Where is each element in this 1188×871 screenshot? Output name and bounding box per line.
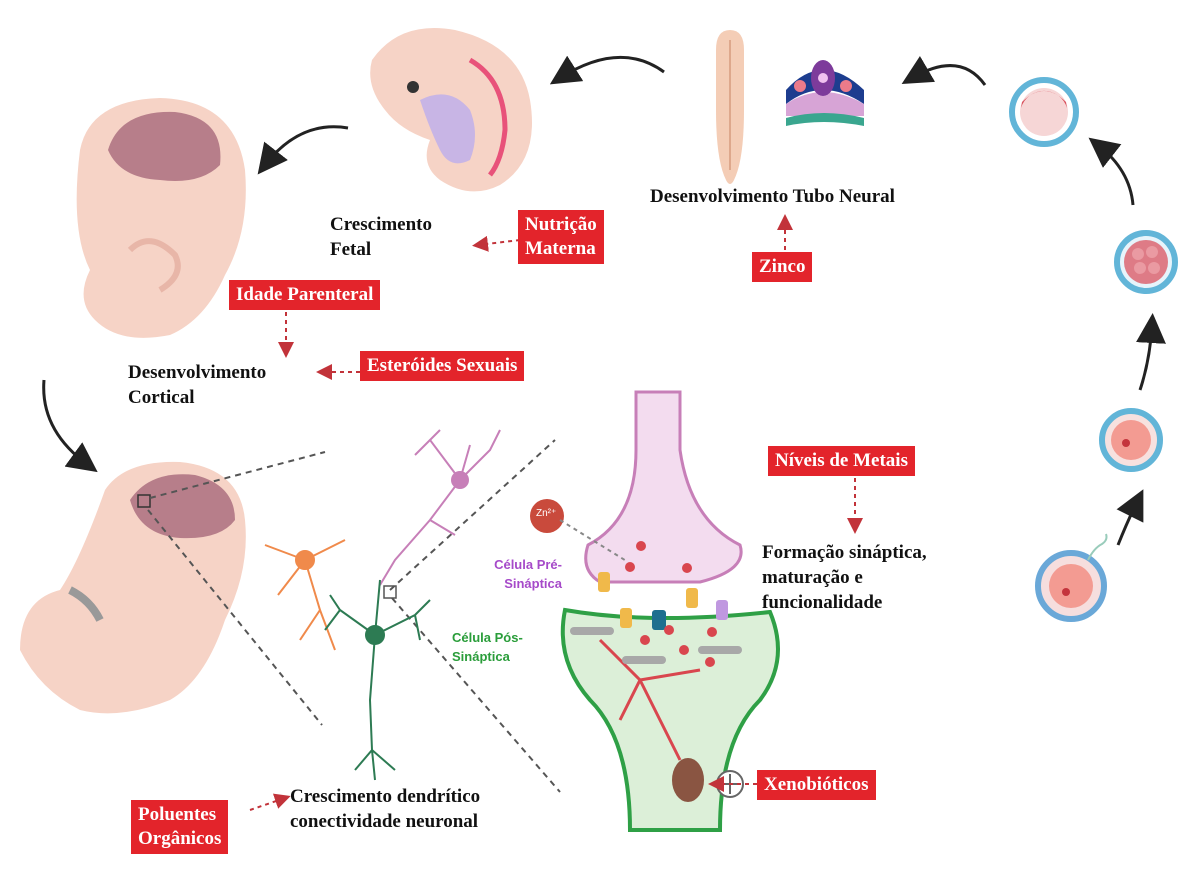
morula-cell [1117, 233, 1175, 291]
factor-niveis-metais: Níveis de Metais [768, 446, 915, 476]
neural-tube-embryo [716, 30, 744, 184]
early-embryo [370, 28, 532, 191]
label-dendritico-line1: Crescimento dendrítico [290, 784, 480, 809]
label-sinaptica-line3: funcionalidade [762, 590, 927, 615]
fetus-upper [77, 98, 246, 338]
factor-esteroides-sexuais: Esteróides Sexuais [360, 351, 524, 381]
factor-nutricao-line1: Nutrição [525, 213, 597, 237]
postsynaptic-terminal [563, 610, 778, 830]
label-postsynaptic-line2: Sináptica [452, 647, 523, 666]
label-desenvolvimento-cortical: Desenvolvimento Cortical [128, 360, 266, 410]
arrow-fetus-baby [44, 380, 88, 465]
label-tubo-neural: Desenvolvimento Tubo Neural [650, 184, 895, 209]
neural-tube-cross-section [786, 60, 864, 126]
factor-poluentes-line1: Poluentes [138, 803, 221, 827]
label-sinaptica-line1: Formação sináptica, [762, 540, 927, 565]
blastocyst-cell [1012, 80, 1076, 144]
label-postsynaptic-line1: Célula Pós- [452, 628, 523, 647]
neuron-orange [265, 540, 345, 650]
arrow-oocyte-zygote [1118, 500, 1138, 545]
label-formacao-sinaptica: Formação sináptica, maturação e funciona… [762, 540, 927, 615]
factor-poluentes-organicos: Poluentes Orgânicos [131, 800, 228, 854]
arrow-tube-embryo [560, 57, 664, 78]
arrow-zygote-morula [1140, 325, 1152, 390]
factor-zinco: Zinco [752, 252, 812, 282]
factor-poluentes-line2: Orgânicos [138, 827, 221, 851]
label-presynaptic-line1: Célula Pré- [480, 555, 562, 574]
label-presynaptic-cell: Célula Pré- Sináptica [480, 555, 562, 593]
label-zinc-ion: Zn²⁺ [536, 508, 556, 519]
label-crescimento-fetal-line1: Crescimento [330, 212, 432, 237]
arrow-embryo-fetus [265, 127, 348, 165]
label-cortical-line2: Cortical [128, 385, 266, 410]
synapse-zoom-box [384, 586, 396, 598]
label-crescimento-dendritico: Crescimento dendrítico conectividade neu… [290, 784, 480, 834]
label-dendritico-line2: conectividade neuronal [290, 809, 480, 834]
label-crescimento-fetal-line2: Fetal [330, 237, 432, 262]
oocyte-cell [1038, 534, 1107, 619]
label-crescimento-fetal: Crescimento Fetal [330, 212, 432, 262]
factor-nutricao-line2: Materna [525, 237, 597, 261]
label-presynaptic-line2: Sináptica [480, 574, 562, 593]
neuron-green [325, 580, 430, 780]
arrow-blastocyst-tube [912, 66, 985, 85]
label-cortical-line1: Desenvolvimento [128, 360, 266, 385]
label-postsynaptic-cell: Célula Pós- Sináptica [452, 628, 523, 666]
zygote-cell [1102, 411, 1160, 469]
label-sinaptica-line2: maturação e [762, 565, 927, 590]
factor-nutricao-materna: Nutrição Materna [518, 210, 604, 264]
factor-xenobioticos: Xenobióticos [757, 770, 876, 800]
factor-idade-parenteral: Idade Parenteral [229, 280, 380, 310]
presynaptic-terminal [586, 392, 741, 582]
arrow-morula-blastocyst [1098, 145, 1133, 205]
